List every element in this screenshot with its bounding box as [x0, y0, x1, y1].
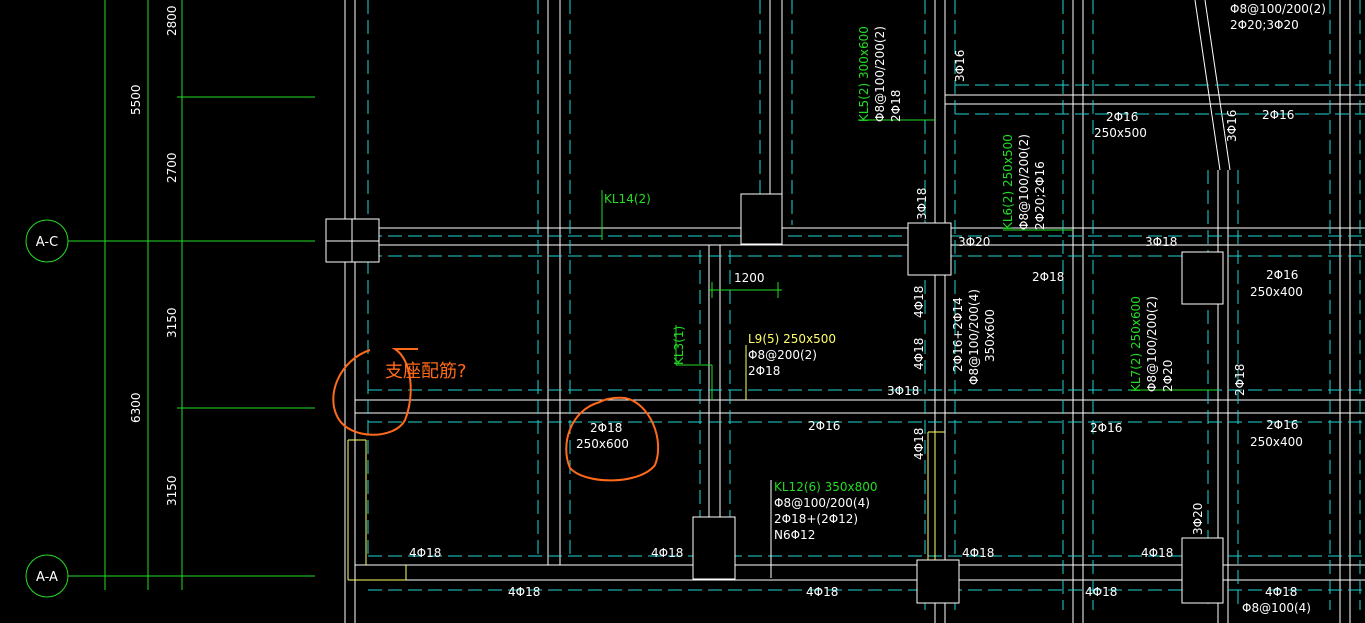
rebar-4f18-g: 4Φ18: [1085, 585, 1117, 599]
dim-5500: 5500: [129, 84, 143, 115]
mid-beam-stirrup: Φ8@100/200(4): [967, 289, 981, 385]
top-right-stirrup: Φ8@100/200(2): [1230, 2, 1326, 16]
size-250x500: 250x500: [1094, 126, 1147, 140]
rebar-4f18-d: 4Φ18: [1141, 546, 1173, 560]
yellow-leaders: [347, 345, 945, 581]
dim-3150-lower: 3150: [165, 475, 179, 506]
grid-dimensions: [68, 0, 315, 590]
beam-kl5-stirrup: Φ8@100/200(2): [873, 26, 887, 122]
rebar-2f18-b: 2Φ18: [1233, 364, 1247, 396]
rebar-3f20-a: 3Φ20: [958, 235, 990, 249]
axis-label-aa: A-A: [36, 570, 58, 585]
rebar-4f18-v1: 4Φ18: [912, 286, 926, 318]
beam-l9-bar: 2Φ18: [748, 364, 780, 378]
stirrup-bottom: Φ8@100(4): [1242, 601, 1311, 615]
beam-label-kl7: KL7(2) 250x600: [1129, 296, 1143, 392]
size-250x400-b: 250x400: [1250, 435, 1303, 449]
rebar-2f16-a: 2Φ16: [1106, 110, 1138, 124]
rebar-3f18-c: 3Φ18: [887, 384, 919, 398]
dim-1200: 1200: [734, 271, 765, 285]
rebar-3f18-col: 3Φ18: [915, 188, 929, 220]
rebar-4f18-b: 4Φ18: [651, 546, 683, 560]
rebar-3f16-vertical: 3Φ16: [953, 50, 967, 82]
rebar-4f18-h: 4Φ18: [1265, 585, 1297, 599]
beam-kl7-bar: 2Φ20: [1161, 360, 1175, 392]
beam-kl5-bar: 2Φ18: [889, 90, 903, 122]
rebar-2f18-a: 2Φ18: [1032, 270, 1064, 284]
dim-2800: 2800: [165, 5, 179, 36]
rebar-4f18-v2: 4Φ18: [912, 338, 926, 370]
dim-2700: 2700: [165, 152, 179, 183]
beam-kl12-stirrup: Φ8@100/200(4): [774, 496, 870, 510]
rebar-2f16-d: 2Φ16: [808, 419, 840, 433]
rebar-2f18-circled: 2Φ18: [590, 421, 622, 435]
rebar-3f16-b: 3Φ16: [1225, 110, 1239, 142]
size-250x400-a: 250x400: [1250, 285, 1303, 299]
rebar-3f20-b: 3Φ20: [1191, 503, 1205, 535]
rebar-4f18-a: 4Φ18: [409, 546, 441, 560]
beam-kl12-n: N6Φ12: [774, 528, 815, 542]
beam-l9-stirrup: Φ8@200(2): [748, 348, 817, 362]
axis-label-ac: A-C: [36, 235, 58, 250]
beam-kl12-bar: 2Φ18+(2Φ12): [774, 512, 858, 526]
beam-label-kl6: KL6(2) 250x500: [1001, 134, 1015, 230]
green-leaders: [601, 119, 1218, 578]
rebar-2f16-e: 2Φ16: [1090, 421, 1122, 435]
beam-kl6-stirrup: Φ8@100/200(2): [1017, 134, 1031, 230]
size-250x600-circled: 250x600: [576, 437, 629, 451]
mid-beam-size: 350x600: [983, 309, 997, 362]
axis-bubble-aa: [25, 554, 69, 598]
rebar-4f18-e: 4Φ18: [508, 585, 540, 599]
question-circle-markup: [332, 348, 418, 436]
rebar-4f18-c: 4Φ18: [962, 546, 994, 560]
beam-kl7-stirrup: Φ8@100/200(2): [1145, 296, 1159, 392]
rebar-4f18-f: 4Φ18: [806, 585, 838, 599]
rebar-2f16-c: 2Φ16: [1266, 268, 1298, 282]
beam-label-kl3: KL3(1): [672, 326, 686, 365]
axis-bubble-ac: [25, 219, 69, 263]
mid-beam-bar: 2Φ16+2Φ14: [951, 297, 965, 372]
support-reinforcement-question: 支座配筋?: [385, 361, 467, 382]
dim-3150-upper: 3150: [165, 307, 179, 338]
rebar-4f18-v3: 4Φ18: [912, 428, 926, 460]
rebar-3f18-b: 3Φ18: [1145, 235, 1177, 249]
dim-6300: 6300: [129, 392, 143, 423]
beam-outlines: [344, 0, 1365, 623]
beam-kl6-bar: 2Φ20;2Φ16: [1033, 161, 1047, 230]
beam-label-kl5: KL5(2) 300x600: [857, 26, 871, 122]
rebar-2f16-b: 2Φ16: [1262, 108, 1294, 122]
beam-label-kl12: KL12(6) 350x800: [774, 480, 878, 494]
beam-label-l9: L9(5) 250x500: [748, 332, 836, 346]
beam-label-kl14: KL14(2): [604, 192, 651, 206]
columns: [325, 193, 1224, 604]
top-right-bar: 2Φ20;3Φ20: [1230, 18, 1299, 32]
rebar-2f16-f: 2Φ16: [1266, 418, 1298, 432]
support-size-circle-markup: [565, 396, 660, 482]
